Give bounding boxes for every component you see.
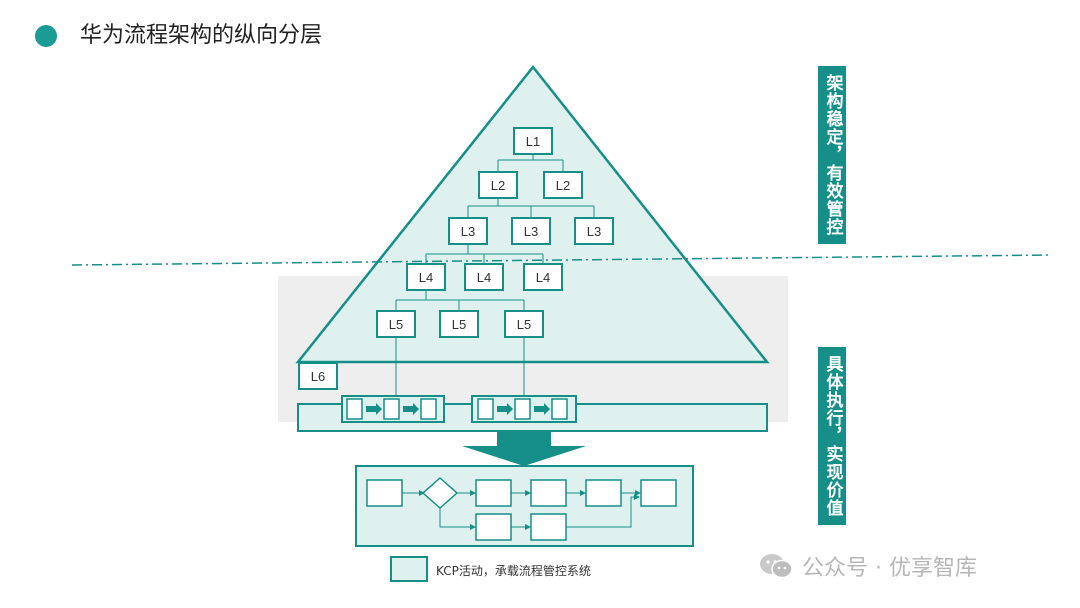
- activity-group-2: [471, 395, 577, 423]
- node-l3-a-label: L3: [461, 224, 475, 239]
- divider-line: [71, 254, 1053, 266]
- node-l2-a: L2: [478, 171, 518, 199]
- node-l5-c: L5: [504, 310, 544, 338]
- node-l5-a-label: L5: [389, 317, 403, 332]
- watermark: 公众号 · 优享智库: [758, 550, 977, 582]
- node-l1-label: L1: [526, 134, 540, 149]
- node-l3-a: L3: [448, 217, 488, 245]
- node-l4-a: L4: [406, 263, 446, 291]
- node-l2-b: L2: [543, 171, 583, 199]
- node-l2-b-label: L2: [556, 178, 570, 193]
- node-l5-c-label: L5: [517, 317, 531, 332]
- node-l3-c: L3: [574, 217, 614, 245]
- node-l3-b-label: L3: [524, 224, 538, 239]
- title-bullet: [35, 25, 57, 47]
- node-l3-b: L3: [511, 217, 551, 245]
- down-arrow: [462, 431, 586, 466]
- node-l4-a-label: L4: [419, 270, 433, 285]
- node-l4-c-label: L4: [536, 270, 550, 285]
- node-l4-b: L4: [464, 263, 504, 291]
- node-l4-b-label: L4: [477, 270, 491, 285]
- legend-swatch: [390, 556, 428, 582]
- page-title: 华为流程架构的纵向分层: [80, 23, 323, 48]
- node-l1: L1: [513, 127, 553, 155]
- node-l4-c: L4: [523, 263, 563, 291]
- side-label-top: 架构稳定，有效管控: [818, 66, 846, 244]
- wechat-icon: [760, 554, 793, 579]
- node-l5-b-label: L5: [452, 317, 466, 332]
- node-l3-c-label: L3: [587, 224, 601, 239]
- node-l6: L6: [298, 362, 338, 390]
- side-label-bottom: 具体执行，实现价值: [818, 347, 846, 525]
- node-l2-a-label: L2: [491, 178, 505, 193]
- node-l5-a: L5: [376, 310, 416, 338]
- activity-group-1: [341, 395, 445, 423]
- watermark-text: 公众号 · 优享智库: [802, 556, 977, 581]
- legend-label: KCP活动，承载流程管控系统: [436, 564, 591, 578]
- node-l6-label: L6: [311, 369, 325, 384]
- tree-connectors: [395, 154, 595, 396]
- node-l5-b: L5: [439, 310, 479, 338]
- flow-box: [355, 465, 694, 547]
